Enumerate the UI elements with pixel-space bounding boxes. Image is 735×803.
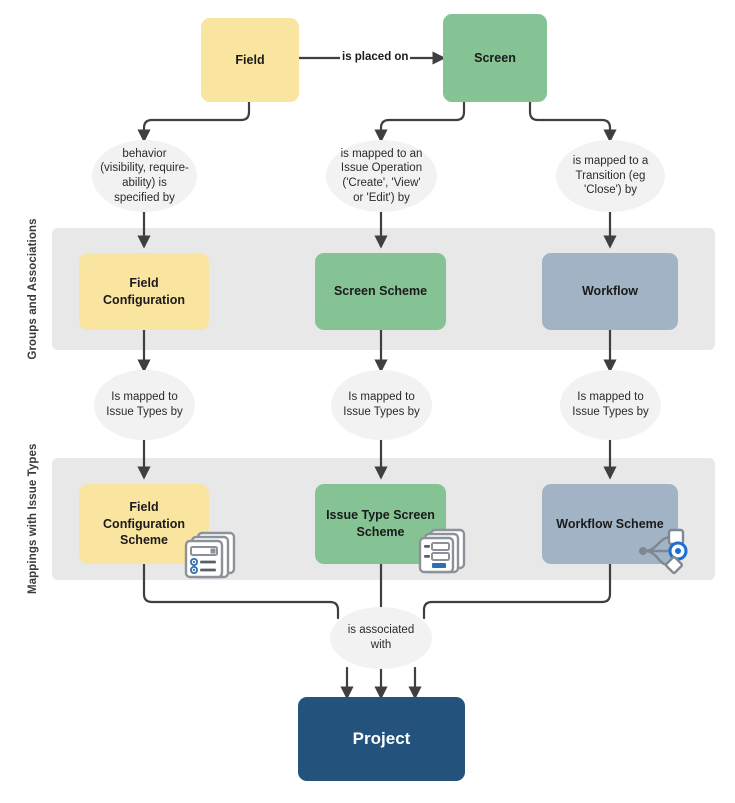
connector-is-associated-with: is associated with: [330, 607, 432, 669]
node-screen-scheme[interactable]: Screen Scheme: [315, 253, 446, 330]
node-workflow[interactable]: Workflow: [542, 253, 678, 330]
node-field-configuration-scheme[interactable]: Field Configuration Scheme: [79, 484, 209, 564]
node-screen[interactable]: Screen: [443, 14, 547, 102]
band-label-mappings-with-issue-types: Mappings with Issue Types: [27, 443, 39, 594]
edge-label-is-placed-on: is placed on: [340, 51, 411, 63]
workflow-node-graph-icon: [635, 527, 693, 586]
connector-map-issue-types-left: Is mapped to Issue Types by: [94, 370, 195, 440]
connector-map-issue-types-right: Is mapped to Issue Types by: [560, 370, 661, 440]
connector-map-issue-types-mid: Is mapped to Issue Types by: [331, 370, 432, 440]
band-label-groups-and-associations: Groups and Associations: [27, 218, 39, 360]
node-project[interactable]: Project: [298, 697, 465, 781]
node-field-configuration[interactable]: Field Configuration: [79, 253, 209, 330]
connector-issue-operation: is mapped to an Issue Operation ('Create…: [326, 140, 437, 212]
connector-transition: is mapped to a Transition (eg 'Close') b…: [556, 140, 665, 212]
screen-document-stack-icon: [418, 527, 470, 584]
form-document-stack-icon: [184, 530, 238, 585]
node-issue-type-screen-scheme[interactable]: Issue Type Screen Scheme: [315, 484, 446, 564]
connector-behavior: behavior (visibility, require- ability) …: [92, 140, 197, 212]
node-field[interactable]: Field: [201, 18, 299, 102]
